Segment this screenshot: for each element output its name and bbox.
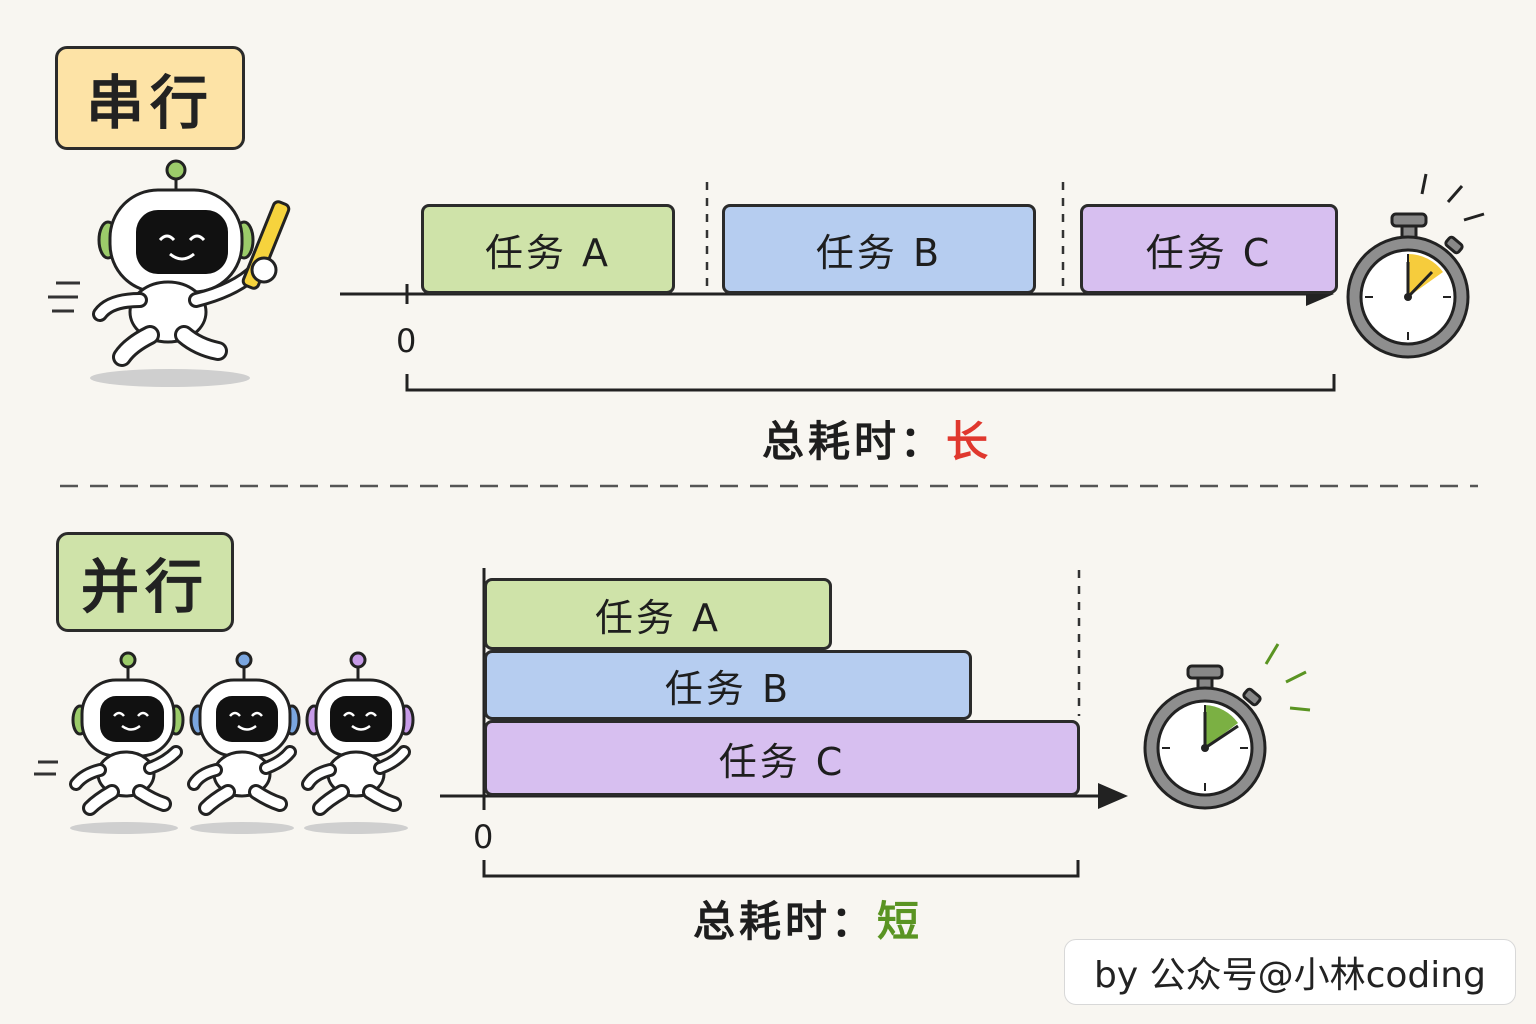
serial-task-a-bar: 任务 A	[421, 204, 675, 294]
serial-section-label: 串行	[55, 46, 245, 150]
serial-task-c-bar: 任务 C	[1080, 204, 1338, 294]
parallel-total-label: 总耗时：	[693, 897, 878, 946]
robot-runner-purple-icon	[301, 651, 415, 834]
stopwatch-yellow-icon	[1346, 173, 1485, 359]
stopwatch-green-icon	[1143, 643, 1311, 810]
parallel-zero-label: 0	[473, 818, 494, 856]
parallel-total-value: 短	[877, 897, 924, 946]
parallel-task-b-bar: 任务 B	[484, 650, 972, 720]
parallel-task-a-bar: 任务 A	[484, 578, 832, 650]
robot-runner-green-icon	[34, 651, 185, 834]
parallel-section-label: 并行	[56, 532, 234, 632]
parallel-axis-arrow	[1098, 783, 1128, 809]
serial-duration-bracket	[405, 374, 1336, 392]
parallel-task-c-bar: 任务 C	[484, 720, 1080, 796]
parallel-total-time: 总耗时：短	[693, 888, 923, 949]
serial-total-value: 长	[946, 417, 993, 466]
parallel-duration-bracket	[482, 860, 1080, 878]
serial-zero-label: 0	[396, 322, 417, 360]
serial-total-time: 总耗时：长	[762, 408, 992, 469]
serial-total-label: 总耗时：	[762, 417, 947, 466]
serial-task-b-bar: 任务 B	[722, 204, 1036, 294]
robot-runner-with-baton-icon	[48, 159, 291, 387]
watermark: by 公众号@小林coding	[1064, 939, 1516, 1005]
robot-runner-blue-icon	[187, 651, 301, 834]
